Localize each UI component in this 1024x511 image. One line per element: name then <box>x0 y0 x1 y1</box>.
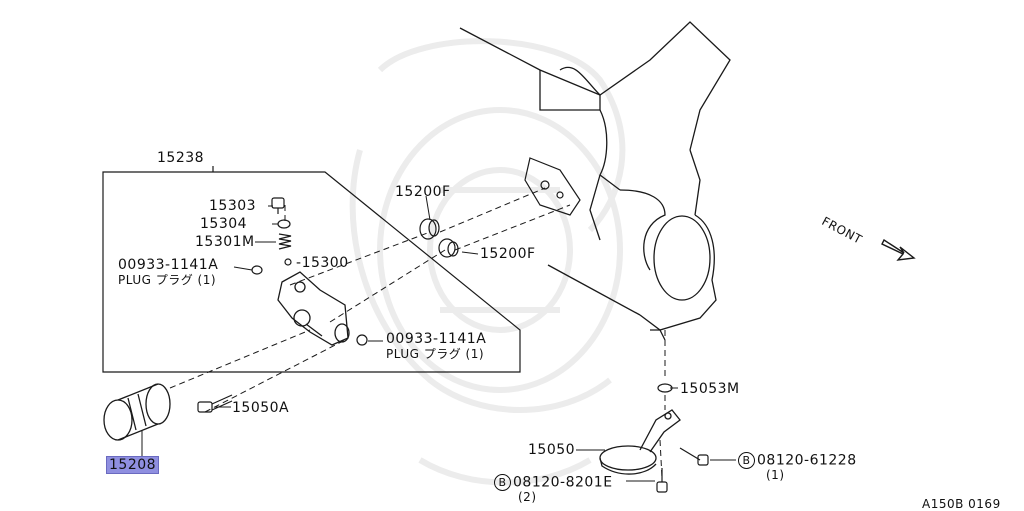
diagram-code: A150B 0169 <box>922 497 1001 511</box>
label-15301m[interactable]: 15301M <box>195 234 255 250</box>
label-15300[interactable]: -15300 <box>296 255 349 271</box>
label-15304[interactable]: 15304 <box>200 216 248 232</box>
part-plug-right <box>356 334 368 346</box>
label-plug-left-number[interactable]: 00933-1141A <box>118 257 219 273</box>
label-bolt-a-qty: (1) <box>766 468 785 482</box>
label-15238[interactable]: 15238 <box>157 150 205 166</box>
label-plug-right-name: PLUG プラグ (1) <box>386 347 485 361</box>
label-plug-right-number[interactable]: 00933-1141A <box>386 331 487 347</box>
part-15200f-lower <box>438 238 459 258</box>
part-plug-left <box>251 265 263 275</box>
assembly-dashes <box>169 187 666 479</box>
mounting-bracket <box>524 157 581 216</box>
label-15050a[interactable]: 15050A <box>232 400 290 416</box>
bolt-b-number: 08120-8201E <box>513 474 613 491</box>
part-15053m-oring <box>657 383 673 393</box>
label-15053m[interactable]: 15053M <box>680 381 740 397</box>
part-15303-cap <box>271 197 285 214</box>
part-15208-oil-filter <box>103 383 171 441</box>
label-15208-highlighted[interactable]: 15208 <box>106 456 160 474</box>
part-filter-housing <box>277 271 350 346</box>
part-15300-oring <box>284 258 292 266</box>
part-15304-washer <box>277 219 291 229</box>
assembly-frame <box>102 166 521 373</box>
part-bolt-08120-61228 <box>679 447 709 466</box>
part-15200f-upper <box>419 218 440 240</box>
label-15200f-lower[interactable]: 15200F <box>480 246 536 262</box>
front-arrow-icon <box>881 238 916 261</box>
label-15200f-upper[interactable]: 15200F <box>395 184 451 200</box>
bolt-type-b-icon: B <box>494 474 511 491</box>
bolt-type-b-icon: B <box>738 452 755 469</box>
engine-block <box>459 21 731 341</box>
label-15300-text: 15300 <box>301 255 349 271</box>
label-bolt-b-qty: (2) <box>518 490 537 504</box>
part-15050a-bolt <box>197 394 233 413</box>
label-15303[interactable]: 15303 <box>209 198 257 214</box>
part-15301m-spring <box>278 233 292 250</box>
label-plug-left-name: PLUG プラグ (1) <box>118 273 217 287</box>
part-15050-strainer <box>599 409 681 475</box>
label-15050[interactable]: 15050 <box>528 442 576 458</box>
part-bolt-08120-8201e <box>656 468 668 493</box>
bolt-a-number: 08120-61228 <box>757 452 857 469</box>
